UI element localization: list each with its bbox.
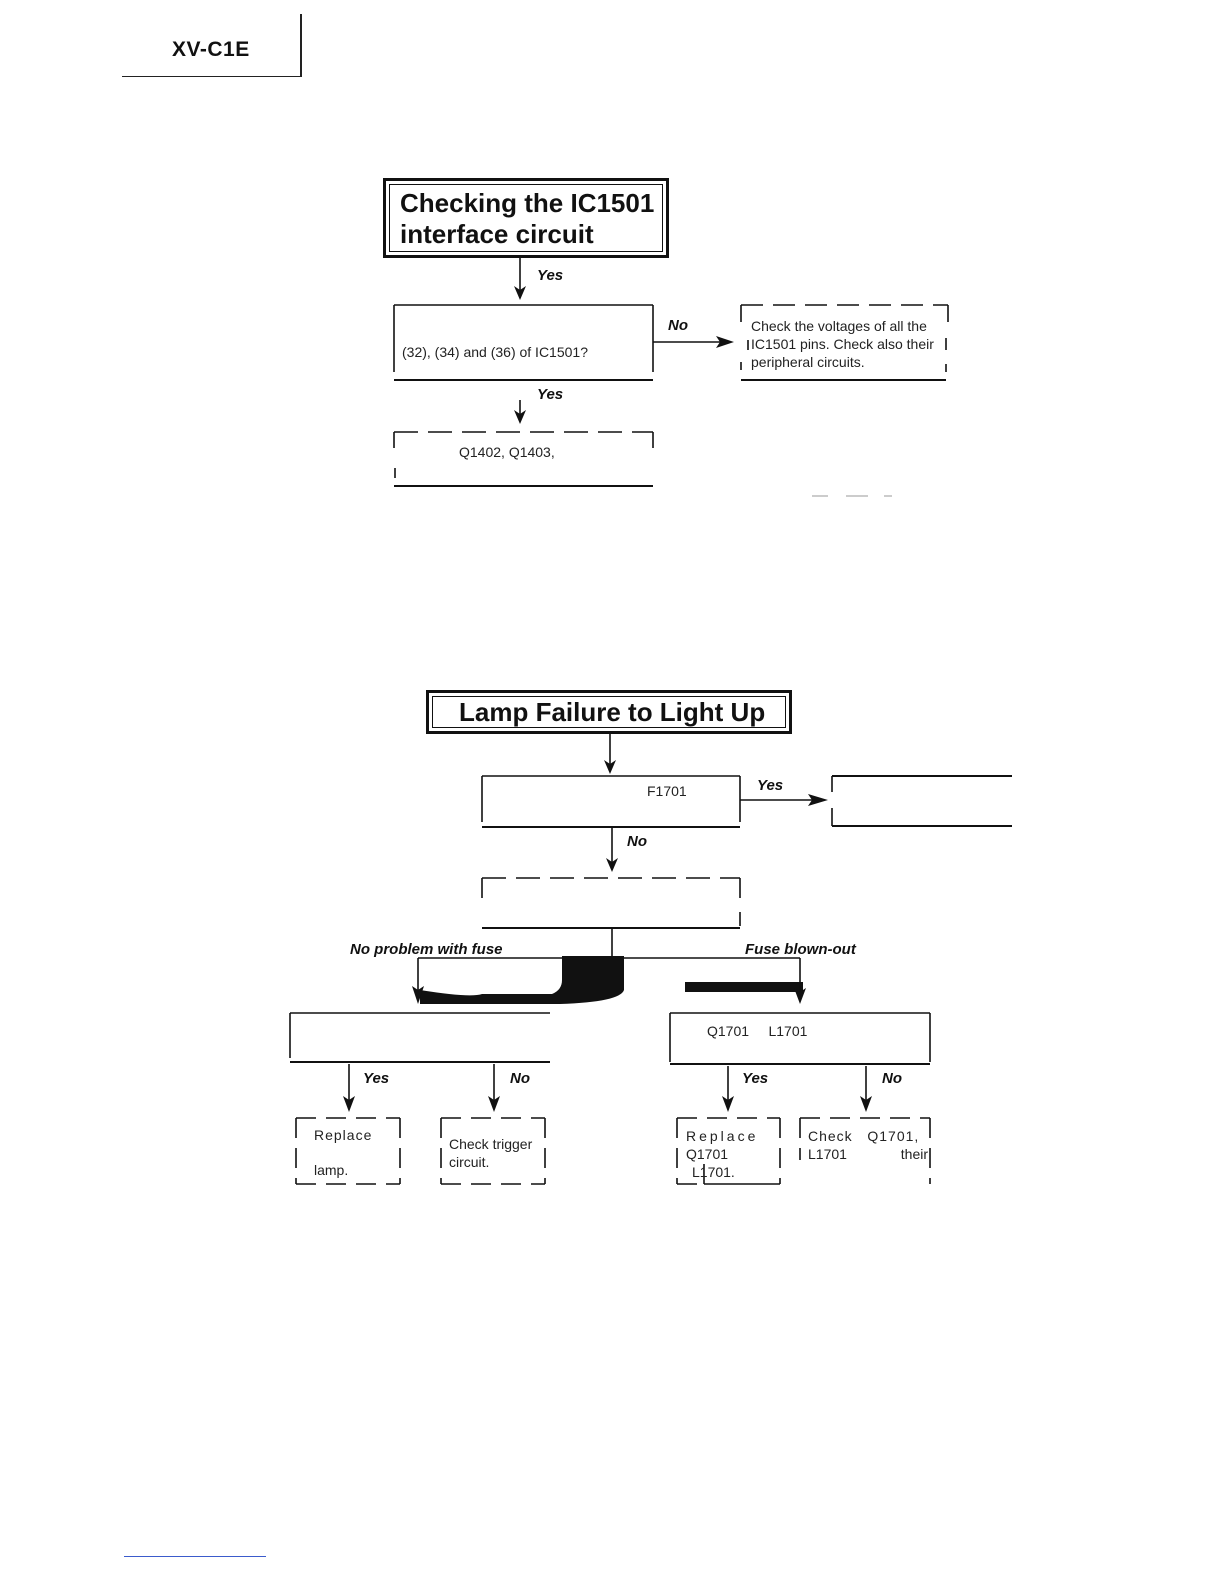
question-fuse: F1701 <box>647 783 687 799</box>
label-yes-2: Yes <box>537 386 564 403</box>
action-check-trigger: Check trigger circuit. <box>449 1136 533 1170</box>
question-pins: (32), (34) and (36) of IC1501? <box>402 344 588 360</box>
label-no-left: No <box>510 1070 530 1087</box>
header-rule <box>122 76 302 77</box>
model-number: XV-C1E <box>172 38 250 61</box>
title-box-ic1501: Checking the IC1501 interface circuit <box>383 178 669 258</box>
label-fuse-blown: Fuse blown-out <box>745 941 856 958</box>
label-yes-1: Yes <box>537 267 564 284</box>
result-check-voltages: Check the voltages of all the IC1501 pin… <box>751 318 934 370</box>
title-box-lamp: Lamp Failure to Light Up <box>426 690 792 734</box>
footer-rule <box>124 1556 266 1557</box>
label-no-fuse: No <box>627 833 647 850</box>
label-no-problem-fuse: No problem with fuse <box>350 941 503 958</box>
title-lamp-failure: Lamp Failure to Light Up <box>459 697 766 727</box>
action-check-q1701: Check Q1701, L1701 their <box>808 1128 928 1162</box>
q2-box <box>393 431 654 478</box>
action-replace-lamp-1: Replace <box>314 1127 373 1143</box>
label-yes-right: Yes <box>742 1070 769 1087</box>
action-replace-lamp-2: lamp. <box>314 1162 349 1178</box>
title-ic1501: Checking the IC1501 interface circuit <box>400 188 655 249</box>
label-no-1: No <box>668 317 688 334</box>
label-no-right: No <box>882 1070 902 1087</box>
action-replace-q1701: Replace Q1701 L1701. <box>686 1128 759 1180</box>
question-q1701: Q1701 L1701 <box>707 1023 808 1039</box>
header-divider <box>300 14 302 77</box>
result-transistors: Q1402, Q1403, <box>459 444 555 460</box>
label-yes-left: Yes <box>363 1070 390 1087</box>
r1-box <box>740 304 949 372</box>
label-yes-fuse: Yes <box>757 777 784 794</box>
